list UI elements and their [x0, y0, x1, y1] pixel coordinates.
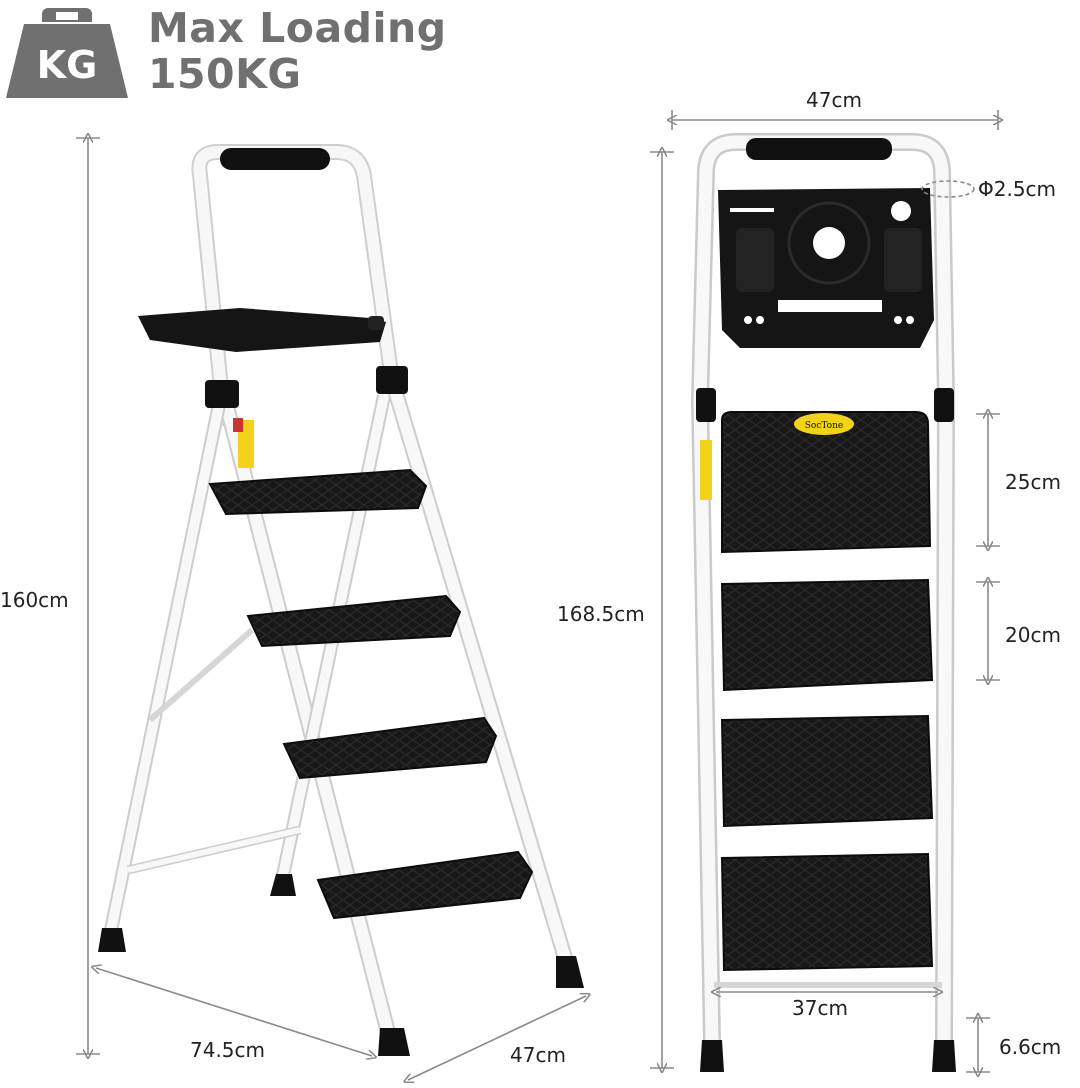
top-width-label: 47cm [806, 88, 862, 112]
front-view-ladder: SocTone [690, 133, 956, 1072]
left-width-label: 47cm [510, 1043, 566, 1067]
title-line-1: Max Loading [148, 4, 447, 52]
soctone-logo-text: SocTone [805, 421, 843, 431]
bottom-width-label: 37cm [792, 996, 848, 1020]
handle-grip [220, 148, 330, 170]
title-line-2: 150KG [148, 49, 302, 98]
dimension-lines [76, 110, 1000, 1080]
kg-icon-label: KG [37, 43, 98, 87]
tool-tray [138, 308, 386, 352]
foot-height-label: 6.6cm [999, 1035, 1062, 1059]
front-handle-grip [746, 138, 892, 160]
left-height-label: 160cm [0, 588, 69, 612]
weight-kg-icon: KG [6, 8, 128, 98]
soctone-logo [794, 413, 854, 435]
step-depth-label: 25cm [1005, 470, 1061, 494]
max-loading-title: Max Loading 150KG [148, 4, 447, 98]
step-spacing-label: 20cm [1005, 623, 1061, 647]
right-height-label: 168.5cm [557, 602, 645, 626]
left-depth-label: 74.5cm [190, 1038, 266, 1062]
side-view-ladder [98, 144, 584, 1056]
handle-diameter-label: Φ2.5cm [978, 177, 1057, 201]
